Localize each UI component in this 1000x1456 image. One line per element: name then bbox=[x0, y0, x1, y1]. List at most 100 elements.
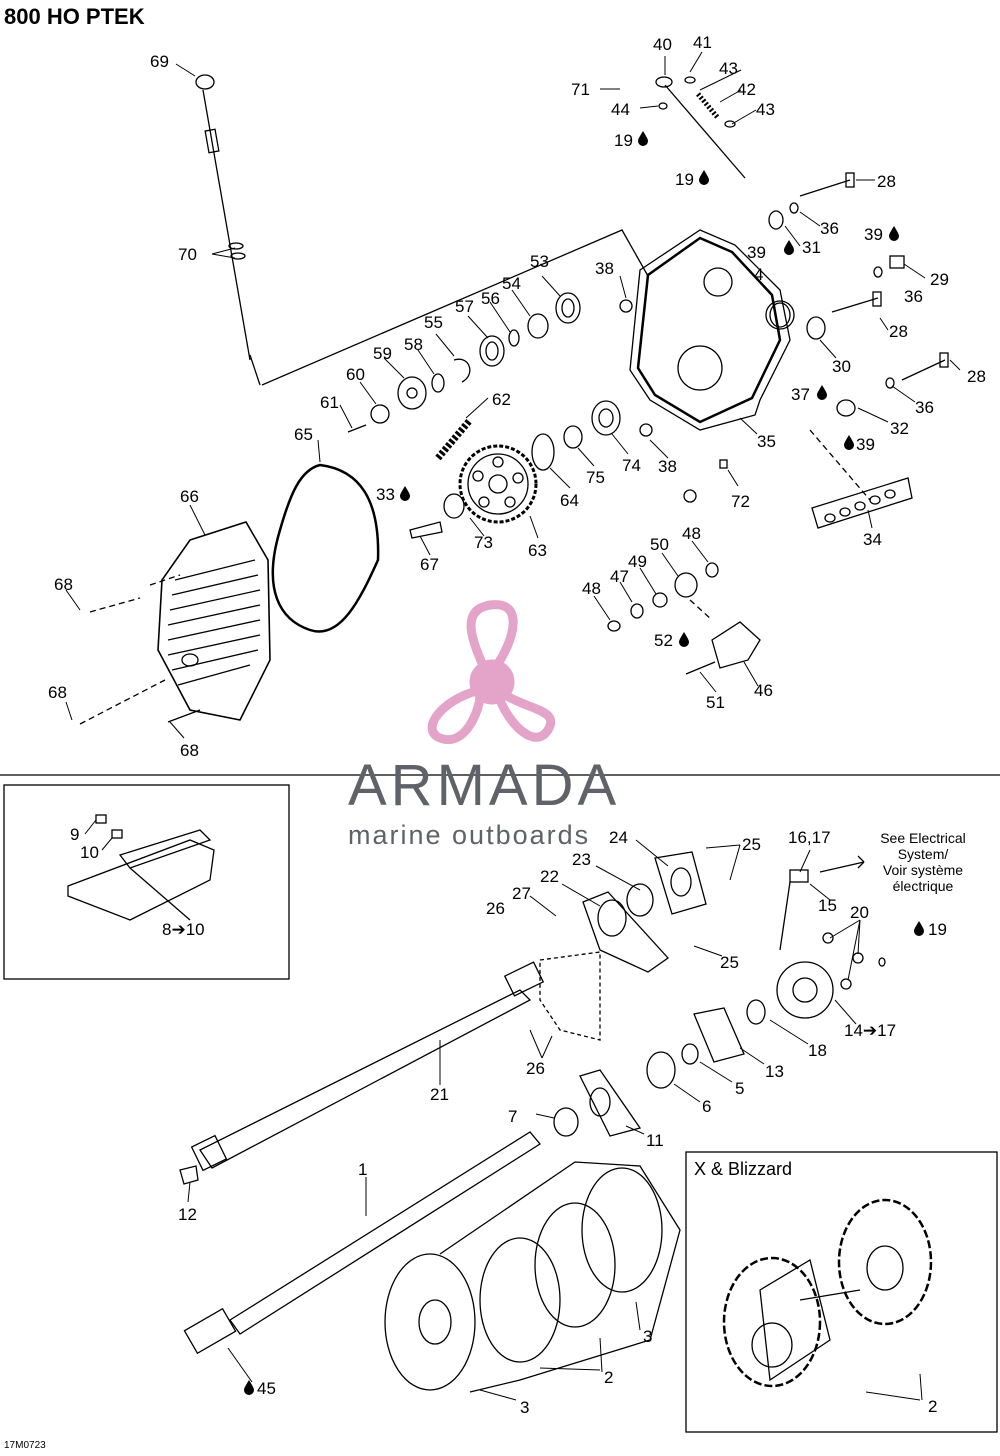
callout: 6 bbox=[702, 1097, 711, 1116]
callout: 13 bbox=[765, 1062, 784, 1081]
callout: 27 bbox=[512, 884, 531, 903]
drawing-code: 17M0723 bbox=[4, 1440, 46, 1451]
callout: 29 bbox=[930, 270, 949, 289]
callout: 43 bbox=[756, 100, 775, 119]
callout: 51 bbox=[706, 693, 725, 712]
callout: 32 bbox=[890, 419, 909, 438]
chain bbox=[435, 417, 473, 461]
shaft-cap bbox=[179, 1165, 199, 1185]
blizzard-inset-frame bbox=[685, 1151, 998, 1433]
bolts-right bbox=[768, 172, 949, 417]
callout-labels: 69 70 40 41 71 43 42 43 44 19 19 28 36 3… bbox=[48, 33, 986, 1417]
callout: 67 bbox=[420, 555, 439, 574]
callout: 3 bbox=[520, 1398, 529, 1417]
inset-title: X & Blizzard bbox=[694, 1159, 793, 1179]
cover-gasket bbox=[271, 463, 380, 633]
page-title: 800 HO PTEK bbox=[4, 4, 145, 29]
callout: 36 bbox=[915, 398, 934, 417]
callout: 25 bbox=[720, 953, 739, 972]
callout: 50 bbox=[650, 535, 669, 554]
callout: 14➔17 bbox=[844, 1021, 896, 1040]
callout: 58 bbox=[404, 335, 423, 354]
callout: 19 bbox=[675, 170, 694, 189]
callout: 42 bbox=[737, 80, 756, 99]
callout: 39 bbox=[864, 225, 883, 244]
bearings-lower bbox=[409, 400, 728, 539]
drive-axle bbox=[183, 1131, 541, 1355]
callout: 1 bbox=[358, 1160, 367, 1179]
gear-case bbox=[629, 229, 795, 431]
callout: 43 bbox=[719, 59, 738, 78]
callout: 74 bbox=[622, 456, 641, 475]
callout: 25 bbox=[742, 835, 761, 854]
leader-line bbox=[809, 429, 871, 501]
callout: 36 bbox=[820, 219, 839, 238]
callout: 71 bbox=[571, 80, 590, 99]
callout: 16,17 bbox=[788, 828, 831, 847]
dipstick bbox=[195, 74, 251, 361]
callout: 69 bbox=[150, 52, 169, 71]
callout: 53 bbox=[530, 252, 549, 271]
callout: 15 bbox=[818, 896, 837, 915]
callout: 9 bbox=[70, 825, 79, 844]
callout: 70 bbox=[178, 245, 197, 264]
callout: 36 bbox=[904, 287, 923, 306]
callout: 73 bbox=[474, 533, 493, 552]
callout: 21 bbox=[430, 1085, 449, 1104]
callout: 26 bbox=[486, 899, 505, 918]
chaincase-cover bbox=[79, 521, 271, 725]
output-shaft bbox=[190, 961, 545, 1172]
callout: 11 bbox=[646, 1131, 664, 1150]
callout: 10 bbox=[80, 843, 99, 862]
callout: 28 bbox=[967, 367, 986, 386]
callout: 2 bbox=[604, 1368, 613, 1387]
callout: 75 bbox=[586, 468, 605, 487]
track-inset-frame bbox=[3, 784, 290, 980]
leader-lines bbox=[65, 51, 961, 1401]
callout: 30 bbox=[832, 357, 851, 376]
callout: 3 bbox=[643, 1327, 652, 1346]
callout: 62 bbox=[492, 390, 511, 409]
track-piece bbox=[67, 814, 215, 921]
callout: 63 bbox=[528, 541, 547, 560]
callout: 8➔10 bbox=[162, 920, 205, 939]
callout: 57 bbox=[455, 297, 474, 316]
callout: 34 bbox=[863, 530, 882, 549]
callout: 55 bbox=[424, 313, 443, 332]
callout: 19 bbox=[614, 131, 633, 150]
leader-line bbox=[249, 229, 649, 386]
callout: 40 bbox=[653, 35, 672, 54]
callout: 47 bbox=[610, 567, 629, 586]
callout: 61 bbox=[320, 393, 339, 412]
callout: 24 bbox=[609, 828, 628, 847]
electrical-reference-note: See Electrical System/ Voir système élec… bbox=[880, 830, 966, 894]
washer-strip bbox=[811, 477, 913, 529]
callout: 46 bbox=[754, 681, 773, 700]
callout: 26 bbox=[526, 1059, 545, 1078]
bearing-plates bbox=[539, 851, 886, 1137]
callout: 12 bbox=[178, 1205, 197, 1224]
callout: 35 bbox=[757, 432, 776, 451]
callout: 23 bbox=[572, 850, 591, 869]
callout: 41 bbox=[693, 33, 712, 52]
callout: 28 bbox=[889, 322, 908, 341]
callout: 5 bbox=[735, 1079, 744, 1098]
callout: 18 bbox=[808, 1041, 827, 1060]
callout: 48 bbox=[582, 579, 601, 598]
tensioner bbox=[607, 562, 761, 675]
callout: 4 bbox=[754, 265, 763, 284]
drive-sprockets bbox=[384, 1161, 933, 1393]
callout: 44 bbox=[611, 100, 630, 119]
callout: 31 bbox=[802, 238, 821, 257]
callout: 2 bbox=[928, 1397, 937, 1416]
callout: 45 bbox=[257, 1379, 276, 1398]
callout: 60 bbox=[346, 365, 365, 384]
watermark-brand: ARMADA bbox=[348, 753, 621, 818]
callout: 65 bbox=[294, 425, 313, 444]
callout: 28 bbox=[877, 172, 896, 191]
callout: 38 bbox=[658, 457, 677, 476]
callout: 68 bbox=[180, 741, 199, 760]
valve-assembly bbox=[655, 76, 746, 179]
